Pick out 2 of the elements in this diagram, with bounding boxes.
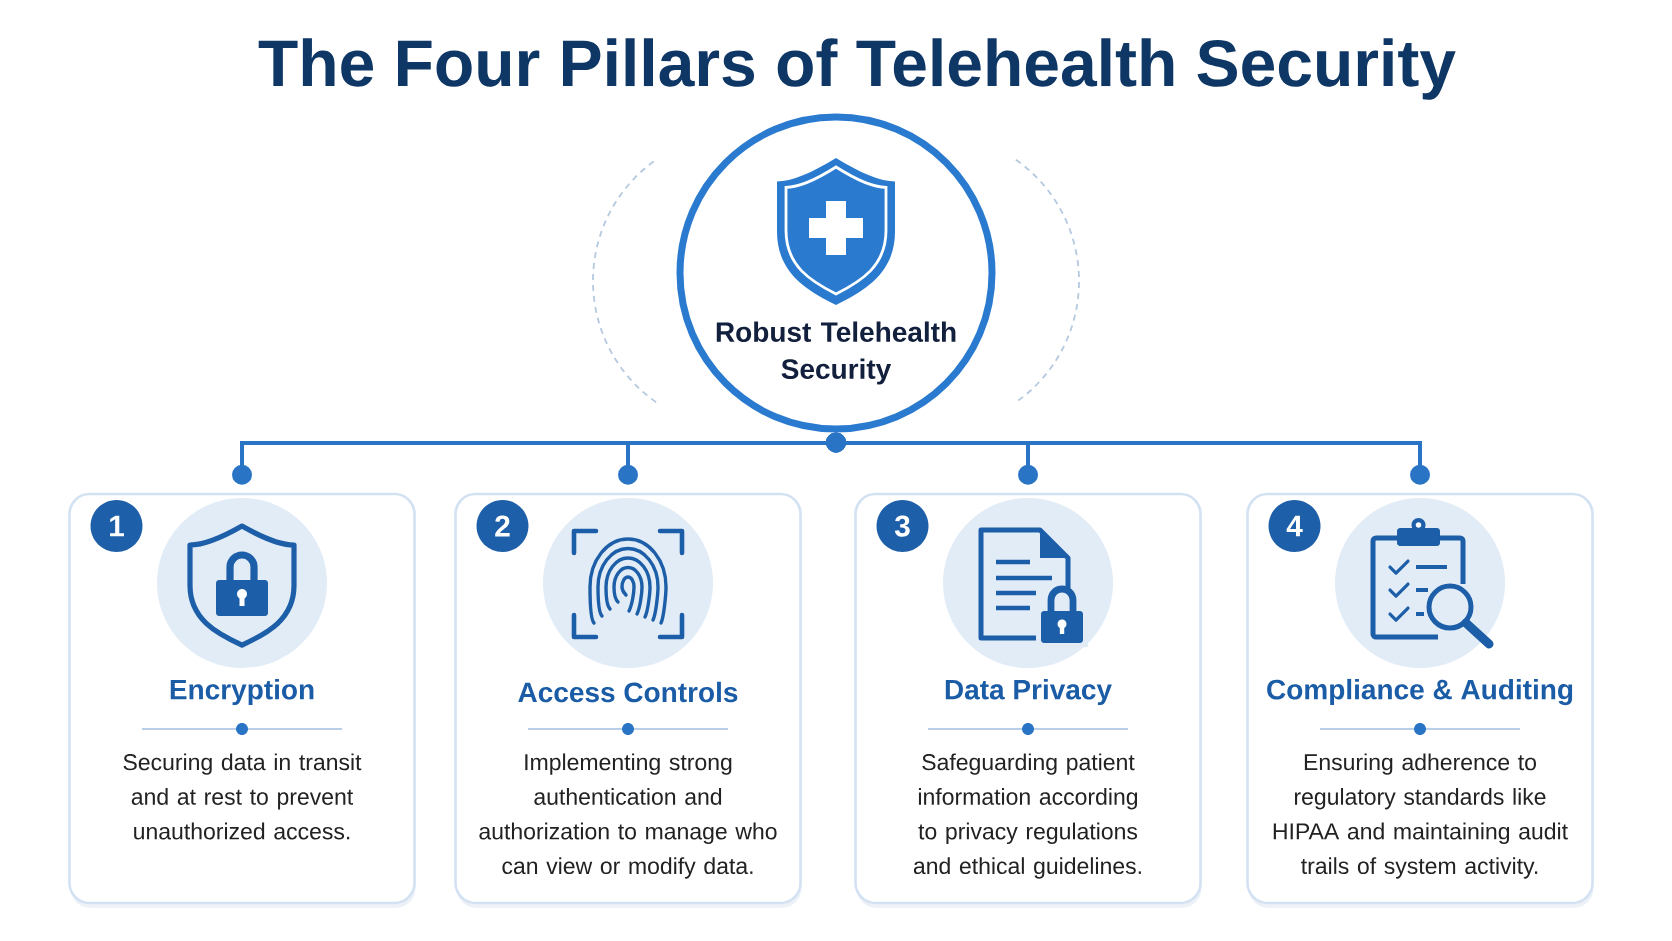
title: The Four Pillars of Telehealth Security [258, 38, 1456, 100]
connector [826, 432, 1430, 485]
